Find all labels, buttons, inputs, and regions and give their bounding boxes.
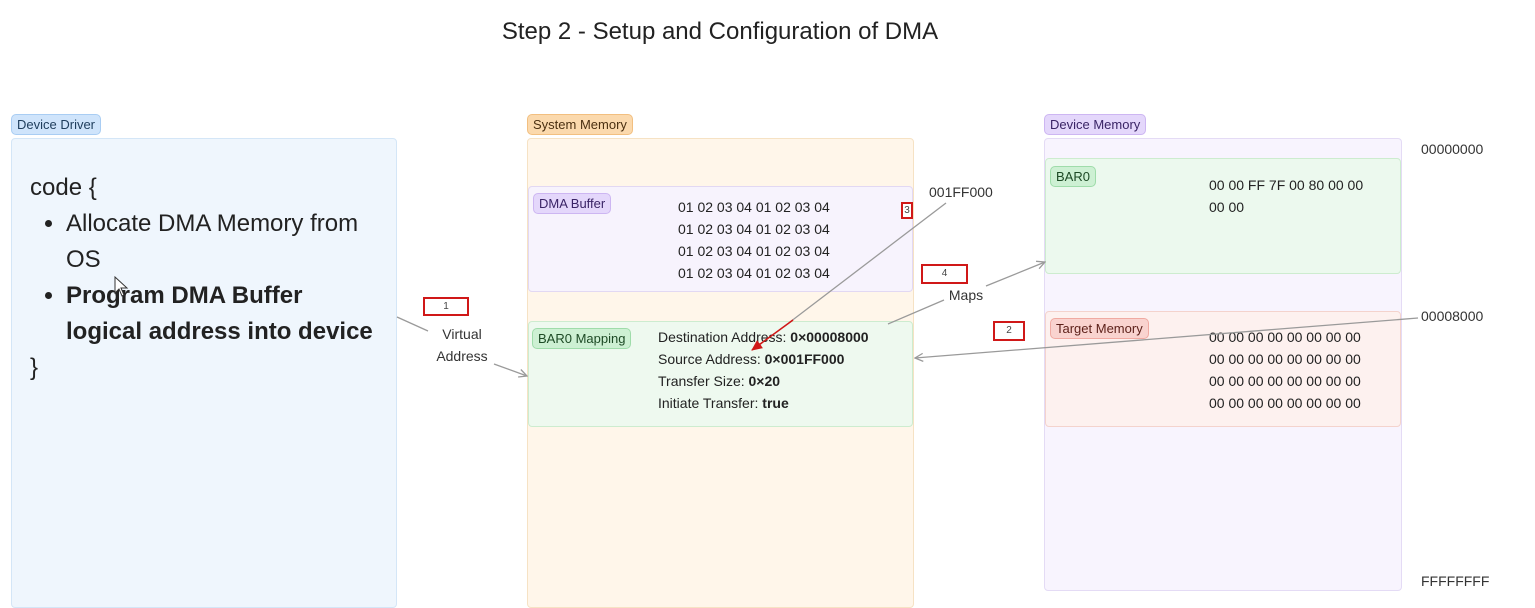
device-driver-panel xyxy=(11,138,397,608)
bar0-panel xyxy=(1045,158,1401,274)
arrow-virtual-address xyxy=(493,363,527,376)
device-end-address: FFFFFFFF xyxy=(1421,573,1490,589)
source-address-value: 0×001FF000 xyxy=(764,351,845,367)
mouse-cursor-icon xyxy=(114,276,129,297)
bar0-data: 00 00 FF 7F 00 80 00 00 00 00 xyxy=(1209,174,1363,218)
transfer-size-label: Transfer Size: xyxy=(658,373,749,389)
source-address-row: Source Address: 0×001FF000 xyxy=(658,348,869,370)
source-address-label: Source Address: xyxy=(658,351,765,367)
virtual-address-line1: Virtual xyxy=(442,326,482,342)
step-marker-4: 4 xyxy=(921,264,968,284)
bar0-tag: BAR0 xyxy=(1050,166,1096,187)
step-marker-2: 2 xyxy=(993,321,1025,341)
arrow-dma-buffer-to-source xyxy=(789,202,947,323)
device-driver-tag: Device Driver xyxy=(11,114,102,135)
bar0-mapping-tag: BAR0 Mapping xyxy=(532,328,632,349)
initiate-transfer-value: true xyxy=(762,395,789,411)
dma-buffer-line: 01 02 03 04 01 02 03 04 xyxy=(678,265,830,281)
page-title: Step 2 - Setup and Configuration of DMA xyxy=(501,18,939,45)
target-memory-line: 00 00 00 00 00 00 00 00 xyxy=(1209,351,1361,367)
initiate-transfer-row: Initiate Transfer: true xyxy=(658,392,869,414)
dma-buffer-address: 001FF000 xyxy=(929,184,993,200)
bar0-mapping-registers: Destination Address: 0×00008000 Source A… xyxy=(658,326,869,414)
virtual-address-line2: Address xyxy=(436,348,488,364)
arrow-mapping-to-maps xyxy=(887,299,945,325)
arrow-source-red xyxy=(751,319,794,351)
dma-buffer-line: 01 02 03 04 01 02 03 04 xyxy=(678,221,830,237)
arrow-driver-to-label xyxy=(396,316,429,332)
dma-buffer-line: 01 02 03 04 01 02 03 04 xyxy=(678,243,830,259)
target-memory-line: 00 00 00 00 00 00 00 00 xyxy=(1209,329,1361,345)
code-list: Allocate DMA Memory from OS Program DMA … xyxy=(30,206,376,350)
target-memory-line: 00 00 00 00 00 00 00 00 xyxy=(1209,395,1361,411)
driver-code-block: code { Allocate DMA Memory from OS Progr… xyxy=(30,170,376,386)
arrow-maps-to-bar0 xyxy=(985,262,1045,287)
target-memory-tag: Target Memory xyxy=(1050,318,1149,339)
code-close: } xyxy=(30,354,39,381)
step-marker-3: 3 xyxy=(901,202,913,219)
initiate-transfer-label: Initiate Transfer: xyxy=(658,395,763,411)
dma-buffer-line: 01 02 03 04 01 02 03 04 xyxy=(678,199,830,215)
transfer-size-value: 0×20 xyxy=(748,373,781,389)
transfer-size-row: Transfer Size: 0×20 xyxy=(658,370,869,392)
code-item-allocate: Allocate DMA Memory from OS xyxy=(66,206,376,278)
destination-address-value: 0×00008000 xyxy=(790,329,869,345)
system-memory-tag: System Memory xyxy=(527,114,633,135)
target-memory-line: 00 00 00 00 00 00 00 00 xyxy=(1209,373,1361,389)
arrow-target-to-mapping xyxy=(915,317,1419,358)
target-address: 00008000 xyxy=(1421,308,1484,324)
bar0-line: 00 00 FF 7F 00 80 00 00 xyxy=(1209,177,1364,193)
code-open: code { xyxy=(30,174,97,201)
code-item-program: Program DMA Buffer logical address into … xyxy=(66,278,376,350)
dma-buffer-data: 01 02 03 04 01 02 03 04 01 02 03 04 01 0… xyxy=(678,196,830,284)
maps-label: Maps xyxy=(948,287,984,303)
dma-buffer-tag: DMA Buffer xyxy=(533,193,612,214)
device-start-address: 00000000 xyxy=(1421,141,1484,157)
bar0-line: 00 00 xyxy=(1209,199,1245,215)
target-memory-data: 00 00 00 00 00 00 00 00 00 00 00 00 00 0… xyxy=(1209,326,1361,414)
step-marker-1: 1 xyxy=(423,297,469,316)
device-memory-tag: Device Memory xyxy=(1044,114,1147,135)
virtual-address-label: Virtual Address xyxy=(428,323,496,367)
